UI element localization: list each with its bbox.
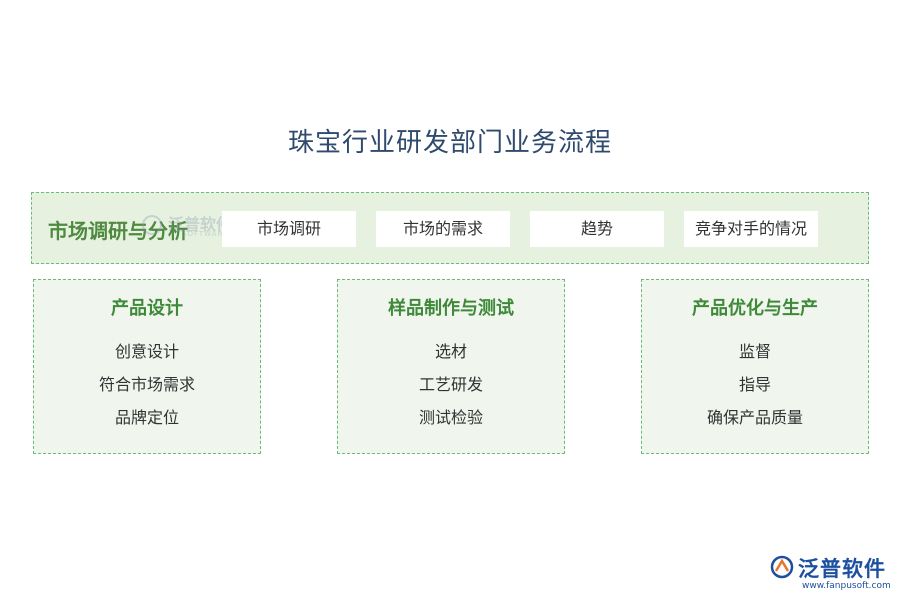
brand-url: www.fanpusoft.com (802, 581, 891, 591)
diagram-title: 珠宝行业研发部门业务流程 (287, 128, 612, 158)
fanpu-logo-icon (770, 555, 794, 579)
stage-item: 指导 (738, 375, 771, 394)
stage-item: 符合市场需求 (98, 375, 195, 394)
stage-item: 选材 (434, 342, 467, 361)
market-research-band: 市场调研与分析 泛普软件 SOFTWARE 市场调研 市场的需求 趋势 竞争对手… (31, 192, 869, 264)
brand-logo: 泛普软件 www.fanpusoft.com (770, 553, 895, 597)
stage-item: 测试检验 (418, 408, 483, 427)
stage-item: 创意设计 (114, 342, 179, 361)
stage-item: 确保产品质量 (706, 408, 803, 427)
stage-item: 工艺研发 (418, 375, 483, 394)
stage-item: 监督 (738, 342, 771, 361)
market-research-heading: 市场调研与分析 (48, 219, 188, 243)
stage-title: 样品制作与测试 (388, 298, 514, 319)
market-item-research: 市场调研 (222, 211, 356, 247)
stage-product-design: 产品设计 创意设计 符合市场需求 品牌定位 (33, 279, 261, 454)
market-item-competitors: 竞争对手的情况 (684, 211, 818, 247)
watermark-logo: 泛普软件 SOFTWARE (142, 209, 252, 243)
market-item-trend: 趋势 (530, 211, 664, 247)
market-item-demand: 市场的需求 (376, 211, 510, 247)
fanpu-logo-icon (142, 215, 162, 235)
stage-sample-testing: 样品制作与测试 选材 工艺研发 测试检验 (337, 279, 565, 454)
stage-item: 品牌定位 (114, 408, 179, 427)
stage-optimization-production: 产品优化与生产 监督 指导 确保产品质量 (641, 279, 869, 454)
brand-name: 泛普软件 (798, 557, 886, 581)
stage-title: 产品优化与生产 (692, 298, 818, 319)
stage-title: 产品设计 (111, 298, 183, 319)
